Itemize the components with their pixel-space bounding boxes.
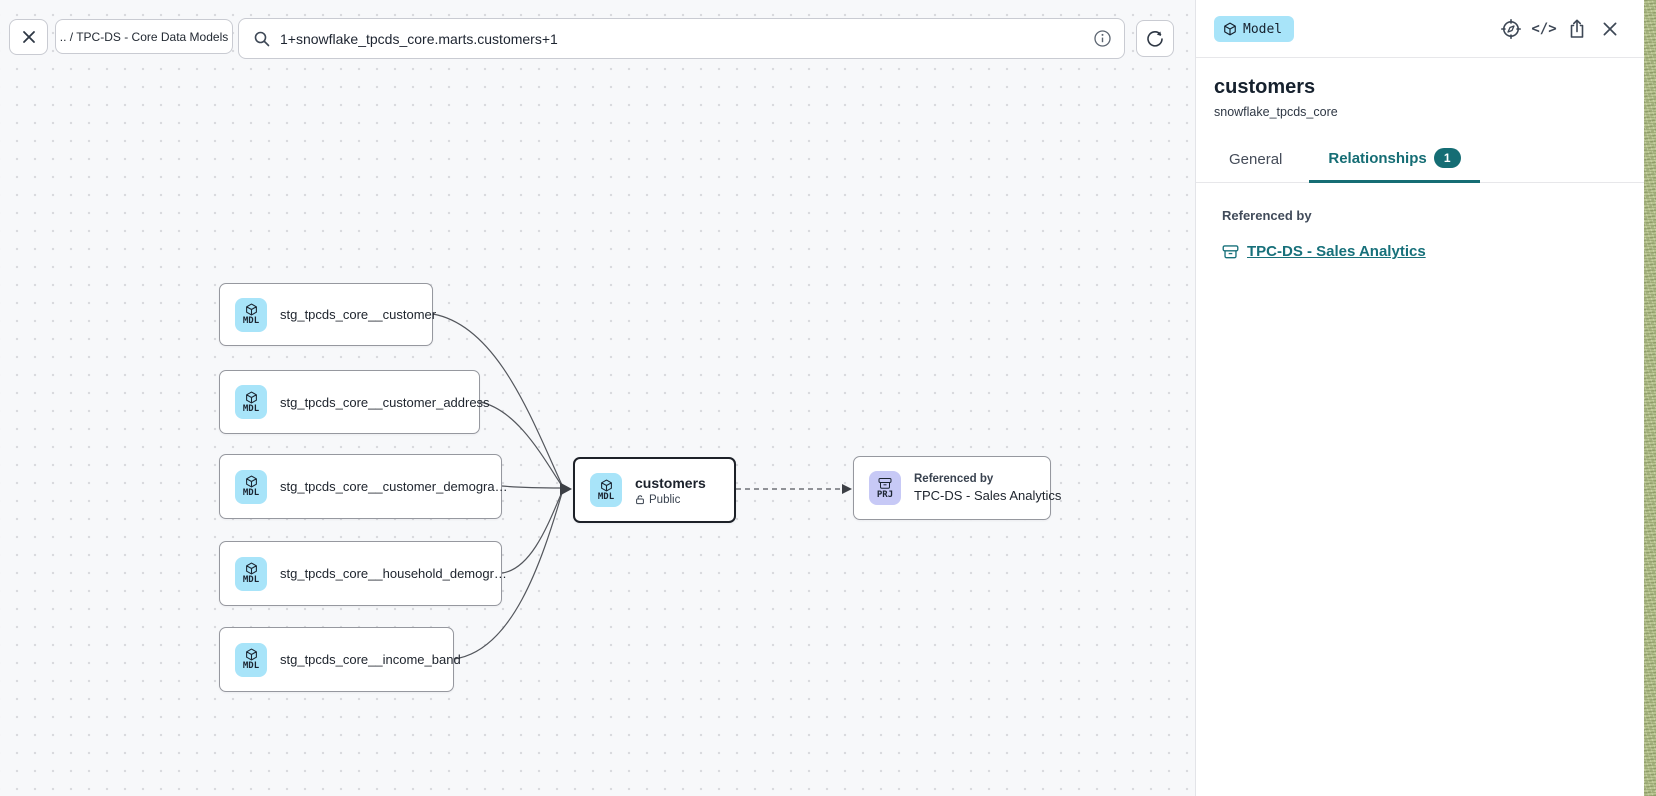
unlock-icon [636,495,644,505]
model-badge-label: MDL [242,575,260,585]
project-subtitle: snowflake_tpcds_core [1214,105,1338,119]
close-icon [22,31,35,43]
model-badge-label: MDL [597,491,615,502]
model-badge: MDL [235,469,267,504]
model-badge: MDL [235,385,267,419]
downstream-node-name: TPC-DS - Sales Analytics [914,488,1062,503]
upstream-model-node[interactable]: MDL stg_tpcds_core__customer [219,283,437,346]
upstream-model-node[interactable]: MDL stg_tpcds_core__household_demogr… [219,541,507,606]
referenced-by-heading: Referenced by [1222,208,1312,223]
tab-general[interactable]: General [1229,151,1283,168]
close-icon [1603,22,1617,36]
project-icon [1222,244,1239,258]
search-icon [254,31,270,46]
tab-relationships[interactable]: Relationships 1 [1309,148,1480,183]
model-badge: MDL [235,297,267,332]
referenced-project-link[interactable]: TPC-DS - Sales Analytics [1247,243,1426,260]
cube-icon [245,303,257,316]
node-label: stg_tpcds_core__income_band [280,652,461,667]
selected-model-node[interactable]: MDL customers Public [573,457,736,523]
search-info-icon[interactable] [1093,29,1112,53]
node-label: stg_tpcds_core__customer [280,307,437,322]
share-button[interactable] [1565,17,1589,41]
panel-header: Model </> [1196,0,1644,58]
upstream-model-node[interactable]: MDL stg_tpcds_core__customer_address [219,370,490,434]
node-label: stg_tpcds_core__customer_address [280,394,490,410]
cube-icon [245,648,257,661]
model-badge: MDL [235,556,267,591]
view-code-button[interactable]: </> [1531,17,1557,41]
project-badge: PRJ [869,471,901,505]
upstream-model-node[interactable]: MDL stg_tpcds_core__income_band [219,627,461,692]
project-badge-label: PRJ [876,489,894,500]
model-badge-label: MDL [242,403,260,414]
cube-icon [245,562,257,575]
close-lineage-button[interactable] [9,19,48,55]
code-icon: </> [1531,21,1557,37]
model-type-badge: Model [1214,16,1295,42]
panel-tabs: General Relationships 1 [1196,141,1644,183]
upstream-model-node[interactable]: MDL stg_tpcds_core__customer_demogra… [219,454,508,519]
access-label: Public [635,494,706,506]
model-badge-label: MDL [242,661,260,671]
page-title: customers [1214,76,1316,98]
refresh-icon [1147,30,1163,47]
resource-details-panel: Model </> [1195,0,1644,796]
relationships-count-badge: 1 [1433,148,1461,168]
project-icon [878,477,892,489]
lineage-edges [432,313,852,660]
model-badge: MDL [235,642,267,677]
referenced-by-item: TPC-DS - Sales Analytics [1222,243,1618,260]
node-label: stg_tpcds_core__customer_demogra… [280,479,508,494]
model-badge-label: MDL [242,488,260,498]
desktop-wallpaper-sliver [1644,0,1656,796]
search-input[interactable] [280,30,1110,47]
lineage-search[interactable] [238,18,1125,59]
cube-icon [245,391,257,403]
cube-icon [600,479,612,491]
node-label: stg_tpcds_core__household_demogr… [280,566,507,581]
downstream-project-node[interactable]: PRJ Referenced by TPC-DS - Sales Analyti… [853,456,1061,520]
cube-icon [245,475,257,488]
share-icon [1570,19,1584,38]
downstream-kicker: Referenced by [914,473,994,485]
cube-icon [1224,22,1236,36]
breadcrumb[interactable]: .. / TPC-DS - Core Data Models [55,19,233,54]
model-badge-label: MDL [242,316,260,326]
explore-lineage-button[interactable] [1499,17,1523,41]
refresh-lineage-button[interactable] [1136,20,1174,57]
compass-icon [1500,18,1522,40]
close-panel-button[interactable] [1598,17,1622,41]
model-badge: MDL [590,473,622,507]
selected-node-name: customers [635,474,706,491]
